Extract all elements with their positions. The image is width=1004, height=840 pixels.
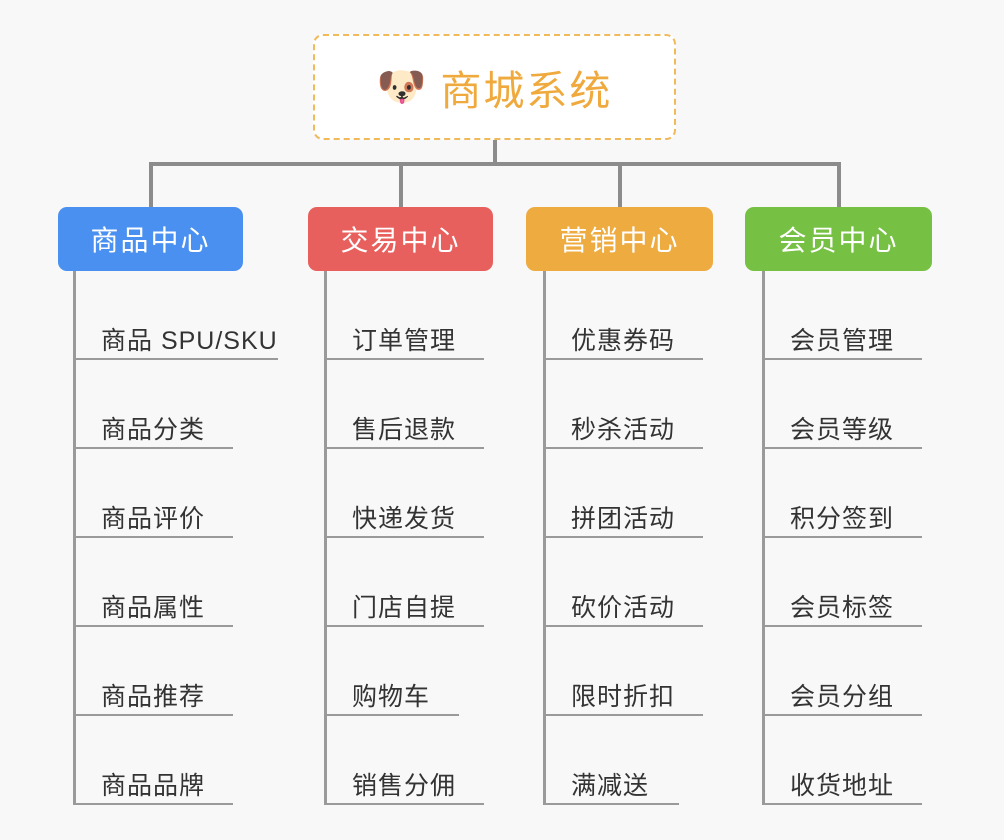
list-item[interactable]: 售后退款	[324, 360, 484, 449]
list-item[interactable]: 砍价活动	[543, 538, 703, 627]
list-item[interactable]: 快递发货	[324, 449, 484, 538]
list-item-label: 购物车	[352, 683, 431, 712]
list-item-label: 优惠券码	[571, 327, 676, 356]
list-item[interactable]: 收货地址	[762, 716, 922, 805]
list-item-label: 拼团活动	[571, 505, 676, 534]
list-item-label: 快递发货	[352, 505, 457, 534]
list-item-label: 限时折扣	[571, 683, 676, 712]
root-stem-line	[493, 140, 497, 166]
list-item-label: 商品属性	[101, 594, 206, 623]
list-item[interactable]: 商品推荐	[73, 627, 233, 716]
list-item[interactable]: 拼团活动	[543, 449, 703, 538]
list-item[interactable]: 会员管理	[762, 271, 922, 360]
list-item-label: 商品推荐	[101, 683, 206, 712]
list-item[interactable]: 商品分类	[73, 360, 233, 449]
list-item-label: 商品 SPU/SKU	[101, 327, 278, 356]
list-item[interactable]: 限时折扣	[543, 627, 703, 716]
column-spine-line	[73, 271, 76, 805]
category-box-1[interactable]: 商品中心	[58, 207, 243, 271]
list-item[interactable]: 会员分组	[762, 627, 922, 716]
list-item[interactable]: 订单管理	[324, 271, 484, 360]
list-item-label: 会员分组	[790, 683, 895, 712]
list-item-label: 商品分类	[101, 416, 206, 445]
list-item[interactable]: 商品 SPU/SKU	[73, 271, 278, 360]
category-label: 会员中心	[778, 225, 899, 256]
branch-drop-line-2	[398, 162, 403, 207]
list-item[interactable]: 积分签到	[762, 449, 922, 538]
category-label: 营销中心	[559, 225, 680, 256]
bus-line	[148, 162, 841, 166]
branch-drop-line-4	[836, 162, 841, 207]
list-item[interactable]: 优惠券码	[543, 271, 703, 360]
category-box-3[interactable]: 营销中心	[526, 207, 713, 271]
list-item-label: 秒杀活动	[571, 416, 676, 445]
shiba-dog-face-icon: 🐶	[376, 65, 427, 109]
list-item[interactable]: 销售分佣	[324, 716, 484, 805]
branch-drop-line-1	[148, 162, 153, 207]
category-box-4[interactable]: 会员中心	[745, 207, 932, 271]
list-item-label: 积分签到	[790, 505, 895, 534]
list-item[interactable]: 秒杀活动	[543, 360, 703, 449]
list-item-label: 商品品牌	[101, 772, 206, 801]
column-spine-line	[543, 271, 546, 805]
column-spine-line	[324, 271, 327, 805]
list-item[interactable]: 门店自提	[324, 538, 484, 627]
list-item[interactable]: 商品属性	[73, 538, 233, 627]
list-item[interactable]: 商品评价	[73, 449, 233, 538]
list-item-label: 会员等级	[790, 416, 895, 445]
list-item-label: 订单管理	[352, 327, 457, 356]
list-item[interactable]: 商品品牌	[73, 716, 233, 805]
list-item-label: 商品评价	[101, 505, 206, 534]
category-label: 交易中心	[340, 225, 461, 256]
branch-drop-line-3	[617, 162, 622, 207]
category-box-2[interactable]: 交易中心	[308, 207, 493, 271]
list-item[interactable]: 满减送	[543, 716, 679, 805]
root-title: 商城系统	[440, 68, 613, 114]
list-item[interactable]: 会员标签	[762, 538, 922, 627]
list-item-label: 售后退款	[352, 416, 457, 445]
list-item-label: 收货地址	[790, 772, 895, 801]
column-spine-line	[762, 271, 765, 805]
list-item-label: 销售分佣	[352, 772, 457, 801]
list-item-label: 砍价活动	[571, 594, 676, 623]
list-item[interactable]: 购物车	[324, 627, 459, 716]
category-label: 商品中心	[90, 225, 211, 256]
list-item-label: 会员标签	[790, 594, 895, 623]
list-item-label: 满减送	[571, 772, 650, 801]
list-item-label: 门店自提	[352, 594, 457, 623]
list-item-label: 会员管理	[790, 327, 895, 356]
root-node[interactable]: 🐶 商城系统	[313, 34, 676, 140]
list-item[interactable]: 会员等级	[762, 360, 922, 449]
